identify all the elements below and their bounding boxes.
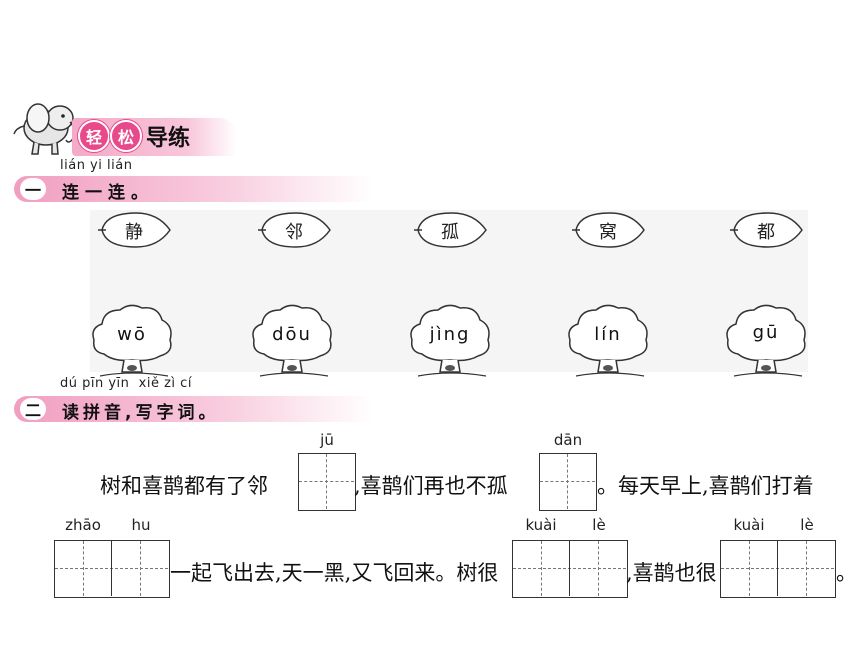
page-title: 导练 xyxy=(146,126,191,151)
sentence-part: 树和喜鹊都有了邻 xyxy=(100,474,268,498)
box-pinyin: jū xyxy=(320,431,334,449)
tree-item[interactable]: lín xyxy=(566,302,650,384)
box-pinyin: dān xyxy=(553,431,583,449)
leaf-item[interactable]: 邻 xyxy=(256,210,332,254)
tree-icon xyxy=(410,304,490,377)
leaf-char: 都 xyxy=(757,222,775,243)
box-pinyin: hu xyxy=(131,516,151,534)
section2-title: 读拼音,写字词。 xyxy=(62,403,220,423)
writing-box[interactable] xyxy=(54,540,170,598)
tree-icon xyxy=(252,304,332,377)
elephant-mascot-icon xyxy=(13,103,76,155)
leaf-char: 静 xyxy=(125,222,143,243)
leaf-item[interactable]: 孤 xyxy=(412,210,488,254)
box-pinyin: zhāo xyxy=(65,516,101,534)
box-pinyin: lè xyxy=(592,516,606,534)
tree-pinyin: jìng xyxy=(429,324,471,345)
section1-pinyin: lián yi lián xyxy=(60,158,133,173)
section1-number: 一 xyxy=(20,178,46,200)
sentence-part: 一起飞出去,天一黑,又飞回来。树很 xyxy=(170,561,499,585)
leaf-icon xyxy=(414,212,487,248)
box-pinyin: kuài xyxy=(525,516,557,534)
leaf-item[interactable]: 都 xyxy=(728,210,804,254)
section2-pinyin: dú pīn yīn xiě zì cí xyxy=(60,376,192,391)
leaf-item[interactable]: 静 xyxy=(96,210,172,254)
tree-pinyin: lín xyxy=(594,324,622,345)
writing-box[interactable] xyxy=(539,453,597,511)
leaf-icon xyxy=(258,212,331,248)
tree-pinyin: dōu xyxy=(272,324,312,345)
leaf-char: 邻 xyxy=(285,222,303,243)
tree-item[interactable]: jìng xyxy=(408,302,492,384)
leaf-icon xyxy=(730,212,803,248)
title-badge-2: 松 xyxy=(110,120,142,152)
tree-icon xyxy=(92,304,172,377)
box-pinyin: lè xyxy=(800,516,814,534)
tree-item[interactable]: gū xyxy=(724,302,808,384)
title-badge-1: 轻 xyxy=(78,120,110,152)
leaf-item[interactable]: 窝 xyxy=(570,210,646,254)
tree-item[interactable]: wō xyxy=(90,302,174,384)
writing-box[interactable] xyxy=(720,540,836,598)
sentence-part: 。每天早上,喜鹊们打着 xyxy=(597,474,814,498)
writing-box[interactable] xyxy=(512,540,628,598)
sentence-part: 。 xyxy=(836,561,857,585)
tree-icon xyxy=(726,304,806,377)
section1-title: 连一连。 xyxy=(62,183,154,203)
section1-band xyxy=(14,176,374,202)
sentence-part: ,喜鹊们再也不孤 xyxy=(354,474,508,498)
tree-pinyin: wō xyxy=(117,324,147,345)
box-pinyin: kuài xyxy=(733,516,765,534)
tree-icon xyxy=(568,304,648,377)
leaf-icon xyxy=(572,212,645,248)
writing-box[interactable] xyxy=(298,453,356,511)
leaf-char: 窝 xyxy=(599,222,617,243)
sentence-part: ,喜鹊也很 xyxy=(626,561,717,585)
tree-item[interactable]: dōu xyxy=(250,302,334,384)
section2-number: 二 xyxy=(20,398,46,420)
section2-band xyxy=(14,396,374,422)
tree-pinyin: gū xyxy=(752,322,780,343)
leaf-icon xyxy=(98,212,171,248)
leaf-char: 孤 xyxy=(441,222,459,243)
